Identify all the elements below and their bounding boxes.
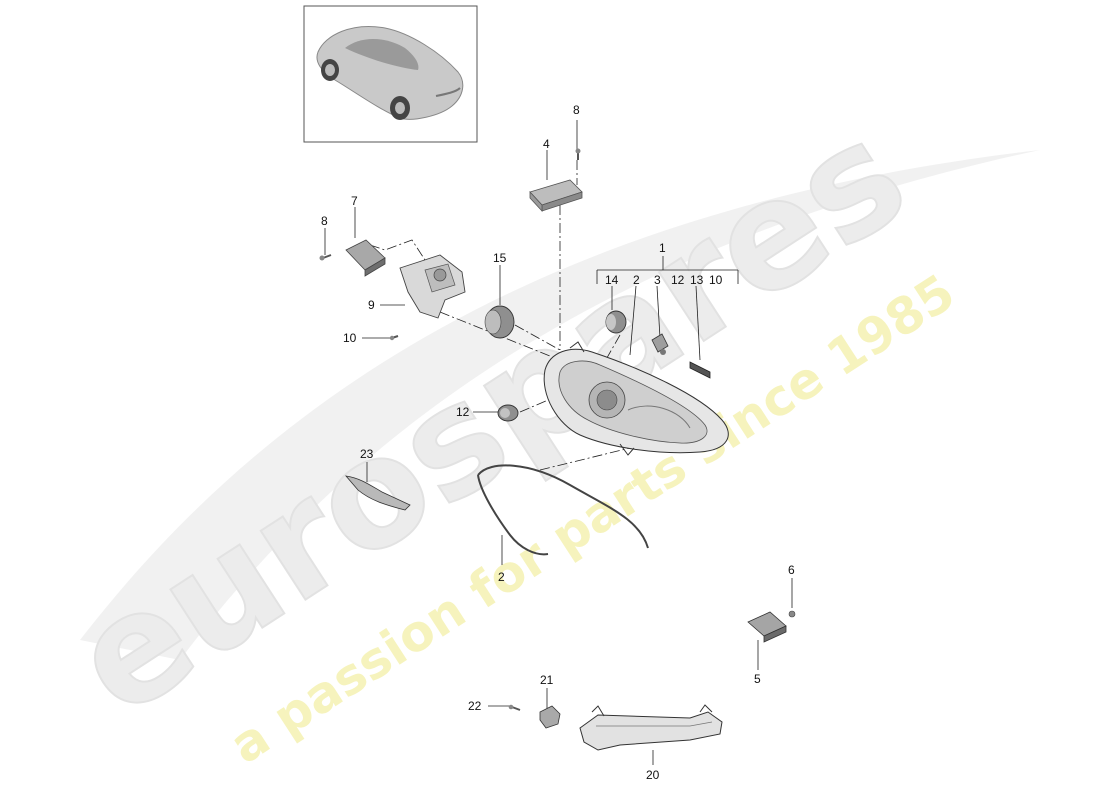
module-5 [747,611,787,643]
callout-6: 6 [788,563,795,577]
cap-15 [484,305,515,339]
callout-15: 15 [493,251,507,265]
callout-23: 23 [360,447,374,461]
socket-21 [539,705,561,729]
bracket-9 [399,254,466,319]
callout-22: 22 [468,699,482,713]
callout-labels: 8 4 7 8 1 15 14 2 3 12 13 10 9 10 12 23 … [321,103,795,782]
callout-12-left: 12 [456,405,470,419]
car-coupe-icon [316,26,464,120]
callout-20: 20 [646,768,660,782]
callout-1: 1 [659,241,666,255]
control-unit-4 [529,179,583,213]
gasket-13 [689,361,711,379]
callout-9: 9 [368,298,375,312]
callout-13: 13 [690,273,704,287]
callout-2-bottom: 2 [498,570,505,584]
screw-22 [508,704,521,711]
screw-8-left [319,254,332,261]
screw-8-top [575,148,581,160]
watermark-brand: eurospares [45,88,935,750]
callout-3: 3 [654,273,661,287]
callout-7: 7 [351,194,358,208]
cap-14 [605,310,627,334]
trim-strip-23 [345,475,411,511]
bulb-3 [651,333,669,355]
parts [319,148,796,751]
side-lamp-20 [579,704,723,751]
leader-lines [324,120,793,765]
callout-12-group: 12 [671,273,685,287]
screw-10-left [389,335,399,341]
seal-strip-2 [477,464,649,556]
cap-12 [497,404,519,422]
watermark-swoosh [80,150,1040,660]
headlight-assembly [543,341,729,456]
callout-4: 4 [543,137,550,151]
callout-2-top: 2 [633,273,640,287]
callout-10-group: 10 [709,273,723,287]
callout-5: 5 [754,672,761,686]
car-thumbnail [303,5,478,143]
module-7 [345,239,386,277]
callout-8-top: 8 [573,103,580,117]
callout-21: 21 [540,673,554,687]
callout-8-left: 8 [321,214,328,228]
screw-6 [788,610,796,618]
callout-14: 14 [605,273,619,287]
callout-10-left: 10 [343,331,357,345]
